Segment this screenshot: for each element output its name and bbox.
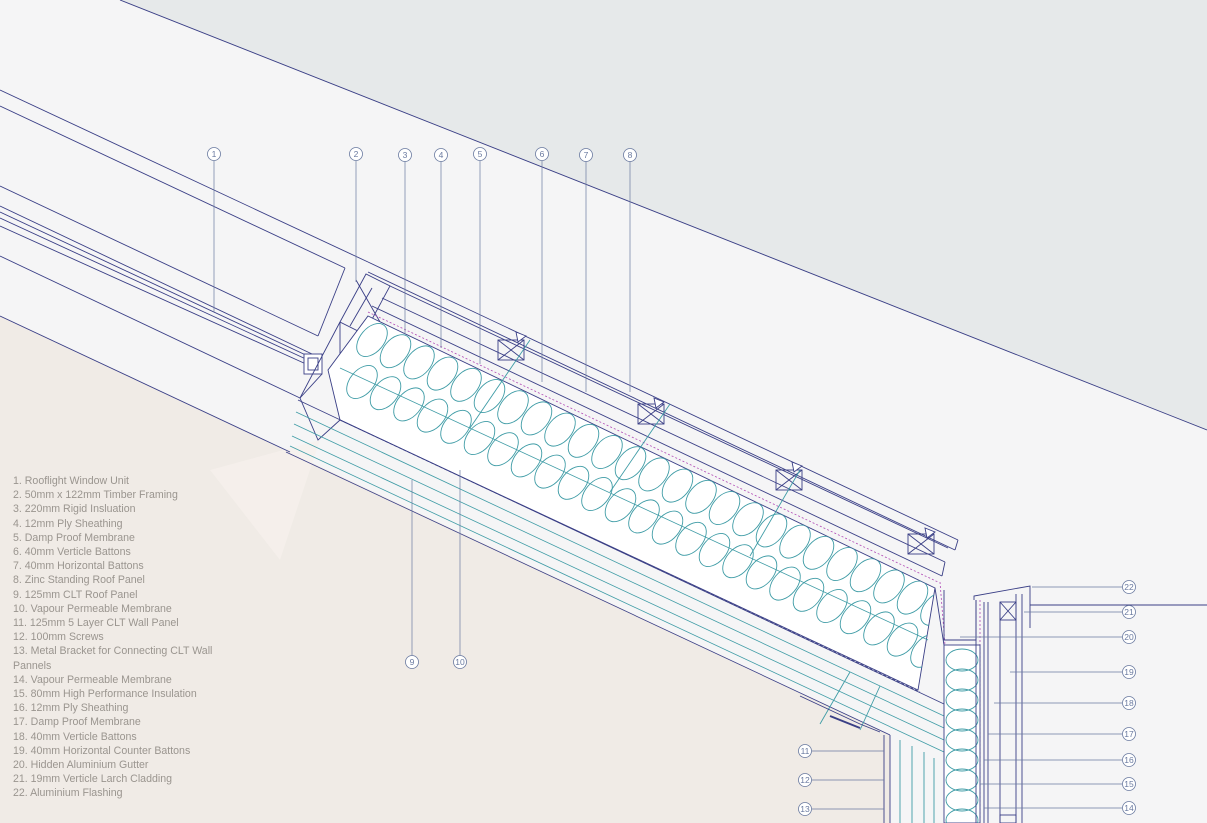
rigid-insulation xyxy=(327,315,936,691)
legend-item: 2. 50mm x 122mm Timber Framing xyxy=(13,489,178,502)
callout-16: 16 xyxy=(1122,753,1136,767)
rooflight-window-unit xyxy=(0,89,369,453)
callout-3: 3 xyxy=(398,148,412,162)
callout-21: 21 xyxy=(1122,605,1136,619)
callout-14: 14 xyxy=(1122,801,1136,815)
callout-label: 19 xyxy=(1124,667,1134,677)
legend-item: 5. Damp Proof Membrane xyxy=(13,531,135,544)
legend-item: 12. 100mm Screws xyxy=(13,631,104,644)
callout-17: 17 xyxy=(1122,727,1136,741)
batten-cross-sections xyxy=(497,331,936,555)
legend-item: 9. 125mm CLT Roof Panel xyxy=(13,588,138,601)
legend-item: 20. Hidden Aluminium Gutter xyxy=(13,759,149,772)
callout-label: 16 xyxy=(1124,755,1134,765)
interior-area xyxy=(0,316,890,823)
legend-item: 13. Metal Bracket for Connecting CLT Wal… xyxy=(13,645,213,672)
callout-10: 10 xyxy=(453,655,467,669)
callout-label: 4 xyxy=(439,150,444,160)
legend: 1. Rooflight Window Unit 2. 50mm x 122mm… xyxy=(13,474,213,801)
roof-outer-layers xyxy=(367,261,959,577)
callout-label: 20 xyxy=(1124,632,1134,642)
legend-item: 22. Aluminium Flashing xyxy=(13,787,123,800)
callout-22: 22 xyxy=(1122,580,1136,594)
callout-label: 1 xyxy=(212,149,217,159)
legend-item: 21. 19mm Verticle Larch Cladding xyxy=(13,773,172,786)
callout-leaders xyxy=(213,161,1122,810)
legend-item: 3. 220mm Rigid Insluation xyxy=(13,503,136,516)
callout-19: 19 xyxy=(1122,665,1136,679)
screws xyxy=(469,339,881,731)
callout-6: 6 xyxy=(535,147,549,161)
callout-label: 14 xyxy=(1124,803,1134,813)
clt-wall-panel xyxy=(799,695,935,823)
legend-item: 4. 12mm Ply Sheathing xyxy=(13,517,123,530)
callout-label: 17 xyxy=(1124,729,1134,739)
callout-12: 12 xyxy=(798,773,812,787)
callout-9: 9 xyxy=(405,655,419,669)
callout-label: 7 xyxy=(584,150,589,160)
legend-item: 8. Zinc Standing Roof Panel xyxy=(13,574,145,587)
callout-label: 13 xyxy=(800,804,810,814)
callout-label: 9 xyxy=(410,657,415,667)
callout-1: 1 xyxy=(207,147,221,161)
legend-item: 11. 125mm 5 Layer CLT Wall Panel xyxy=(13,617,179,630)
interior-light-wedge xyxy=(210,440,320,560)
callout-label: 6 xyxy=(540,149,545,159)
callout-label: 3 xyxy=(403,150,408,160)
callout-4: 4 xyxy=(434,148,448,162)
callout-label: 15 xyxy=(1124,779,1134,789)
callout-7: 7 xyxy=(579,148,593,162)
callout-5: 5 xyxy=(473,147,487,161)
callout-2: 2 xyxy=(349,147,363,161)
callout-15: 15 xyxy=(1122,777,1136,791)
callout-13: 13 xyxy=(798,802,812,816)
callout-label: 8 xyxy=(628,150,633,160)
callout-11: 11 xyxy=(798,744,812,758)
callout-8: 8 xyxy=(623,148,637,162)
callout-label: 11 xyxy=(801,746,810,756)
legend-item: 17. Damp Proof Membrane xyxy=(13,716,141,729)
callout-18: 18 xyxy=(1122,696,1136,710)
callout-label: 5 xyxy=(478,149,483,159)
wall-assembly xyxy=(934,585,1207,823)
callout-label: 10 xyxy=(455,657,465,667)
callout-20: 20 xyxy=(1122,630,1136,644)
legend-item: 15. 80mm High Performance Insulation xyxy=(13,688,197,701)
legend-item: 10. Vapour Permeable Membrane xyxy=(13,602,172,615)
clt-roof-panel xyxy=(285,399,945,753)
callout-label: 22 xyxy=(1124,582,1134,592)
callout-label: 12 xyxy=(800,775,810,785)
callout-label: 2 xyxy=(354,149,359,159)
callout-label: 18 xyxy=(1124,698,1134,708)
legend-item: 16. 12mm Ply Sheathing xyxy=(13,702,129,715)
legend-item: 18. 40mm Verticle Battons xyxy=(13,730,137,743)
legend-item: 6. 40mm Verticle Battons xyxy=(13,546,131,559)
legend-item: 7. 40mm Horizontal Battons xyxy=(13,560,144,573)
legend-item: 19. 40mm Horizontal Counter Battons xyxy=(13,744,191,757)
legend-item: 14. Vapour Permeable Membrane xyxy=(13,673,172,686)
legend-item: 1. Rooflight Window Unit xyxy=(13,475,129,487)
callout-label: 21 xyxy=(1124,607,1134,617)
